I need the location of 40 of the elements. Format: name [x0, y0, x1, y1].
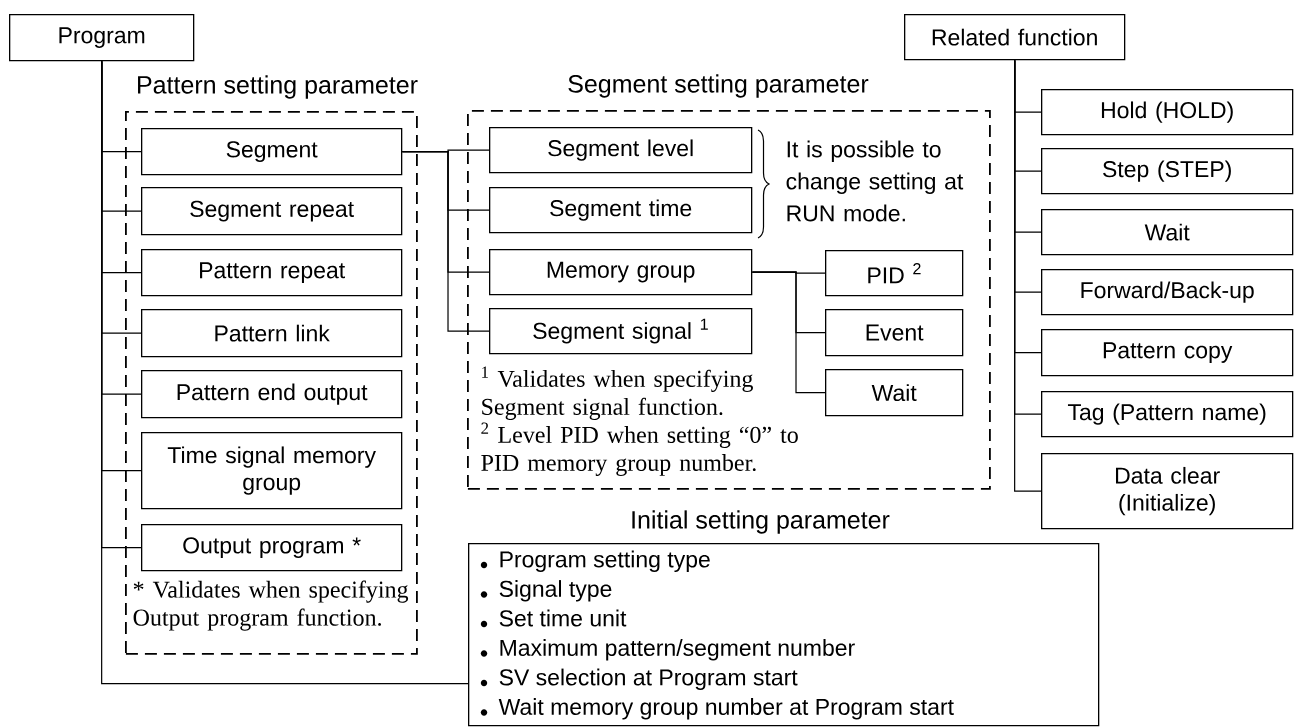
section-heading: Initial setting parameter — [632, 510, 890, 534]
process-box: PID $^{2}$ — [825, 250, 964, 297]
process-box: Forward/Back-up — [1041, 269, 1294, 316]
group-heading: Pattern setting parameter — [138, 75, 418, 99]
process-box: Program — [9, 14, 195, 62]
list-item: Signal type — [499, 580, 612, 602]
connector-line — [751, 271, 826, 394]
process-box: Pattern link — [141, 309, 403, 358]
connector-line — [101, 60, 469, 685]
process-box: Time signal memory group — [141, 432, 403, 510]
process-box: Related function — [904, 14, 1126, 61]
process-box: Wait — [825, 369, 964, 417]
process-box: Segment level — [489, 127, 753, 174]
footnote: * Validates when specifying Output program function. — [133, 580, 409, 631]
footnote: $^{2}$ Level PID when setting “0” to PID memory group number. — [481, 422, 798, 476]
process-box: Pattern end output — [141, 370, 403, 419]
process-box: Wait — [1041, 209, 1294, 256]
list-item: SV selection at Program start — [499, 668, 798, 691]
connector-line — [401, 151, 490, 332]
group-heading: Segment setting parameter — [568, 74, 869, 98]
process-box: Hold (HOLD) — [1041, 89, 1294, 136]
note-text: It is possible to change setting at RUN mode. — [786, 140, 964, 222]
list-item: Set time unit — [499, 609, 627, 627]
process-box: Data clear (Initialize) — [1041, 453, 1294, 530]
footnote: $^{1}$ Validates when specifying Segment signal function. — [482, 366, 753, 420]
list-item: Wait memory group number at Program start — [498, 698, 954, 720]
process-box: Step (STEP) — [1041, 148, 1294, 195]
process-box: Event — [825, 309, 964, 357]
process-box: Segment repeat — [141, 187, 403, 236]
process-box: Tag (Pattern name) — [1041, 391, 1294, 438]
process-box: Output program * — [141, 524, 403, 572]
process-box: Segment — [141, 128, 403, 176]
process-box: Segment time — [489, 187, 753, 234]
process-box: Pattern copy — [1041, 329, 1294, 377]
connector-line — [1014, 59, 1042, 492]
list-item: Program setting type — [500, 550, 710, 573]
process-box: Pattern repeat — [141, 249, 403, 297]
process-box: Segment signal $^{1}$ — [489, 308, 753, 355]
process-box: Memory group — [489, 249, 753, 296]
list-item: Maximum pattern/segment number — [500, 639, 855, 661]
